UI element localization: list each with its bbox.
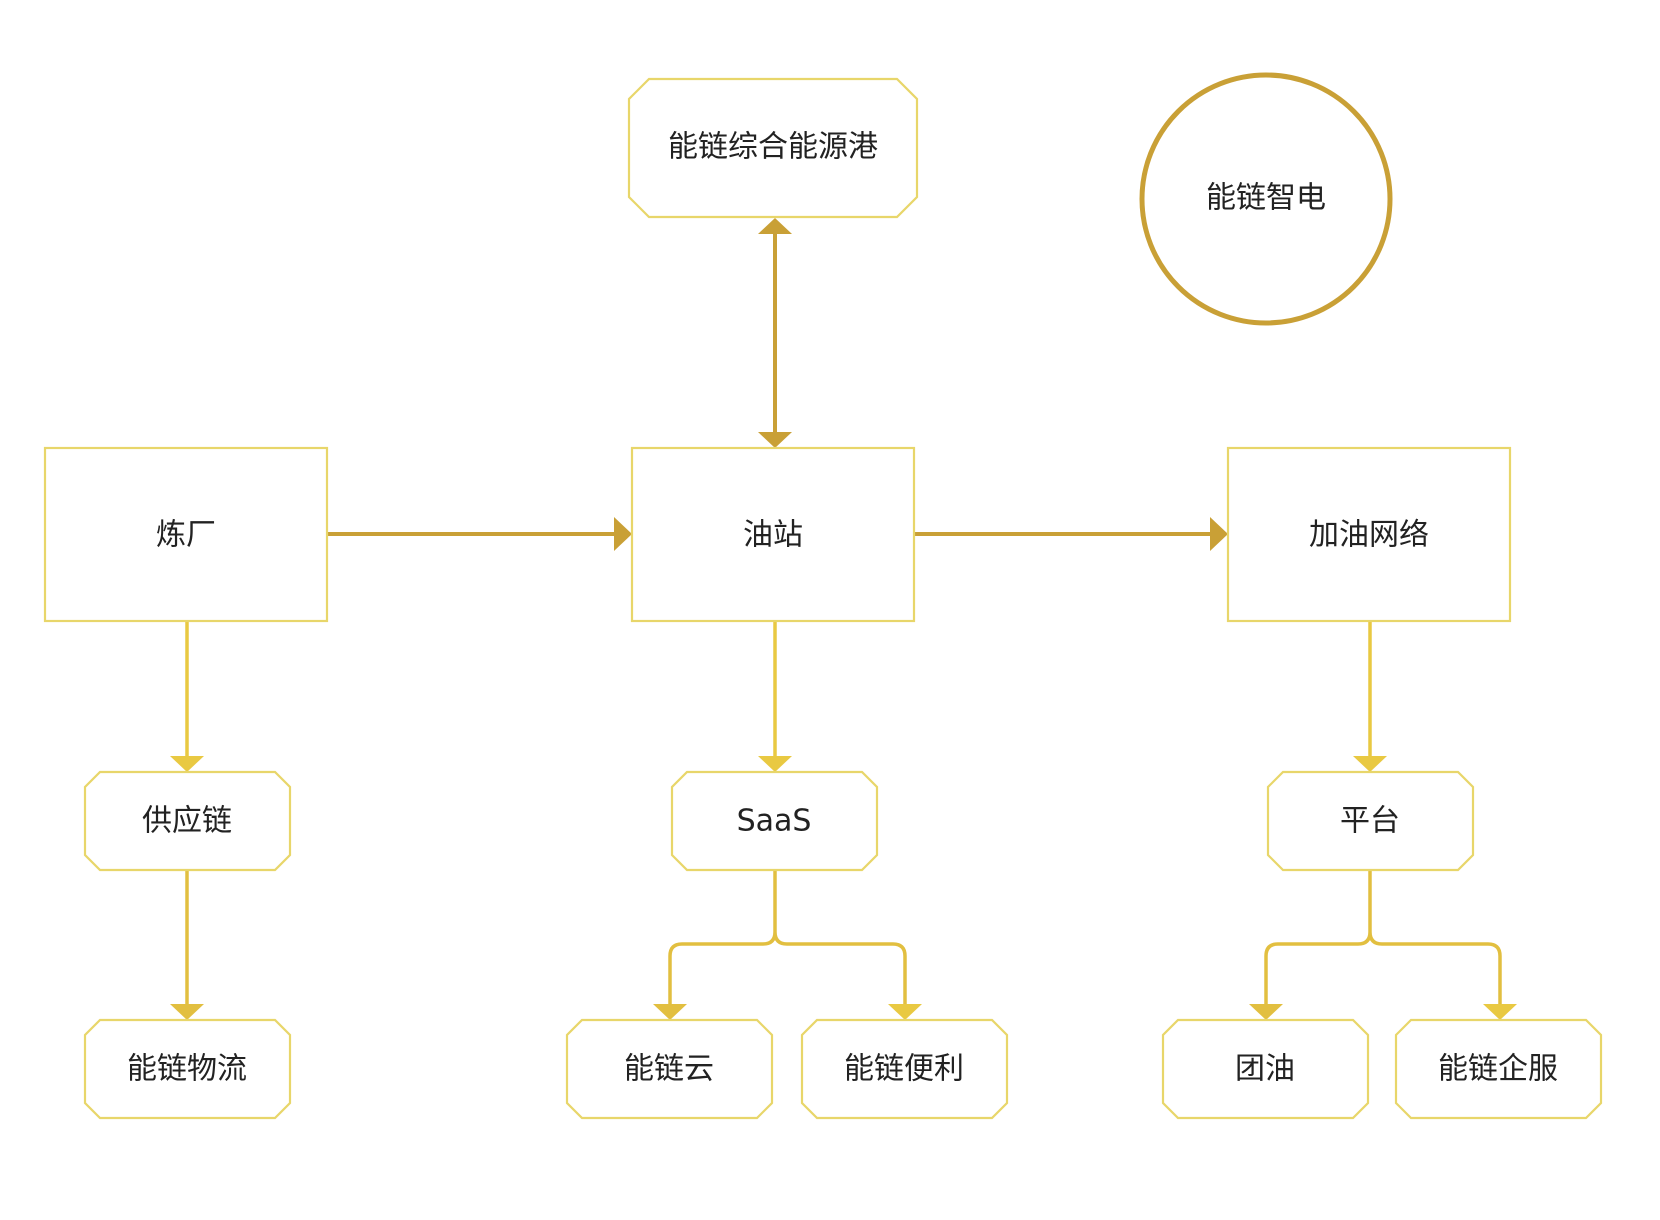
- node-refinery-shape: [43, 446, 329, 623]
- node-gas-station-label: 油站: [743, 518, 803, 553]
- node-gas-station-shape: [630, 446, 916, 623]
- node-supply-chain-shape: [83, 770, 292, 872]
- node-enterprise-service-shape: [1394, 1018, 1603, 1120]
- node-platform[interactable]: 平台: [1266, 770, 1475, 872]
- node-smart-power-label: 能链智电: [1206, 181, 1326, 216]
- arrowhead-down-saas: [758, 756, 792, 772]
- node-group-fuel-label: 团油: [1235, 1052, 1295, 1087]
- node-convenience[interactable]: 能链便利: [800, 1018, 1009, 1120]
- arrowhead-down-platform: [1353, 756, 1387, 772]
- arrowheads: [170, 218, 1517, 1020]
- nodes: 能链综合能源港 能链智电 炼厂 油站 加油网络 供应链 SaaS: [43, 72, 1603, 1120]
- connector-saas-branch: [668, 867, 907, 1007]
- node-enterprise-service-label: 能链企服: [1438, 1052, 1558, 1087]
- node-group-fuel[interactable]: 团油: [1161, 1018, 1370, 1120]
- node-enterprise-service[interactable]: 能链企服: [1394, 1018, 1603, 1120]
- node-saas-label: SaaS: [737, 804, 812, 839]
- node-platform-shape: [1266, 770, 1475, 872]
- node-cloud[interactable]: 能链云: [565, 1018, 774, 1120]
- arrowhead-up-port: [758, 218, 792, 234]
- node-smart-power-shape: [1139, 72, 1393, 326]
- node-energy-port[interactable]: 能链综合能源港: [627, 77, 919, 219]
- node-logistics[interactable]: 能链物流: [83, 1018, 292, 1120]
- node-smart-power[interactable]: 能链智电: [1139, 72, 1393, 326]
- node-fuel-network-label: 加油网络: [1309, 518, 1429, 553]
- node-convenience-shape: [800, 1018, 1009, 1120]
- node-fuel-network-shape: [1226, 446, 1512, 623]
- node-logistics-label: 能链物流: [127, 1052, 247, 1087]
- node-energy-port-label: 能链综合能源港: [668, 130, 878, 165]
- node-refinery-label: 炼厂: [156, 518, 216, 553]
- arrowhead-right-network: [1210, 517, 1228, 551]
- node-platform-label: 平台: [1340, 804, 1400, 839]
- arrowhead-down-logistics: [170, 1004, 204, 1020]
- node-logistics-shape: [83, 1018, 292, 1120]
- node-convenience-label: 能链便利: [844, 1052, 964, 1087]
- node-refinery[interactable]: 炼厂: [43, 446, 329, 623]
- node-saas[interactable]: SaaS: [670, 770, 879, 872]
- connectors: [185, 228, 1502, 1007]
- arrowhead-down-convenience: [888, 1004, 922, 1020]
- connector-platform-branch: [1264, 867, 1502, 1007]
- node-saas-shape: [670, 770, 879, 872]
- node-group-fuel-shape: [1161, 1018, 1370, 1120]
- node-supply-chain[interactable]: 供应链: [83, 770, 292, 872]
- node-gas-station[interactable]: 油站: [630, 446, 916, 623]
- arrowhead-right-station: [614, 517, 632, 551]
- arrowhead-down-supply: [170, 756, 204, 772]
- node-supply-chain-label: 供应链: [142, 804, 232, 839]
- arrowhead-down-cloud: [653, 1004, 687, 1020]
- node-energy-port-shape: [627, 77, 919, 219]
- node-cloud-shape: [565, 1018, 774, 1120]
- node-cloud-label: 能链云: [624, 1052, 714, 1087]
- arrowhead-down-station: [758, 432, 792, 448]
- arrowhead-down-group-fuel: [1249, 1004, 1283, 1020]
- arrowhead-down-enterprise: [1483, 1004, 1517, 1020]
- node-fuel-network[interactable]: 加油网络: [1226, 446, 1512, 623]
